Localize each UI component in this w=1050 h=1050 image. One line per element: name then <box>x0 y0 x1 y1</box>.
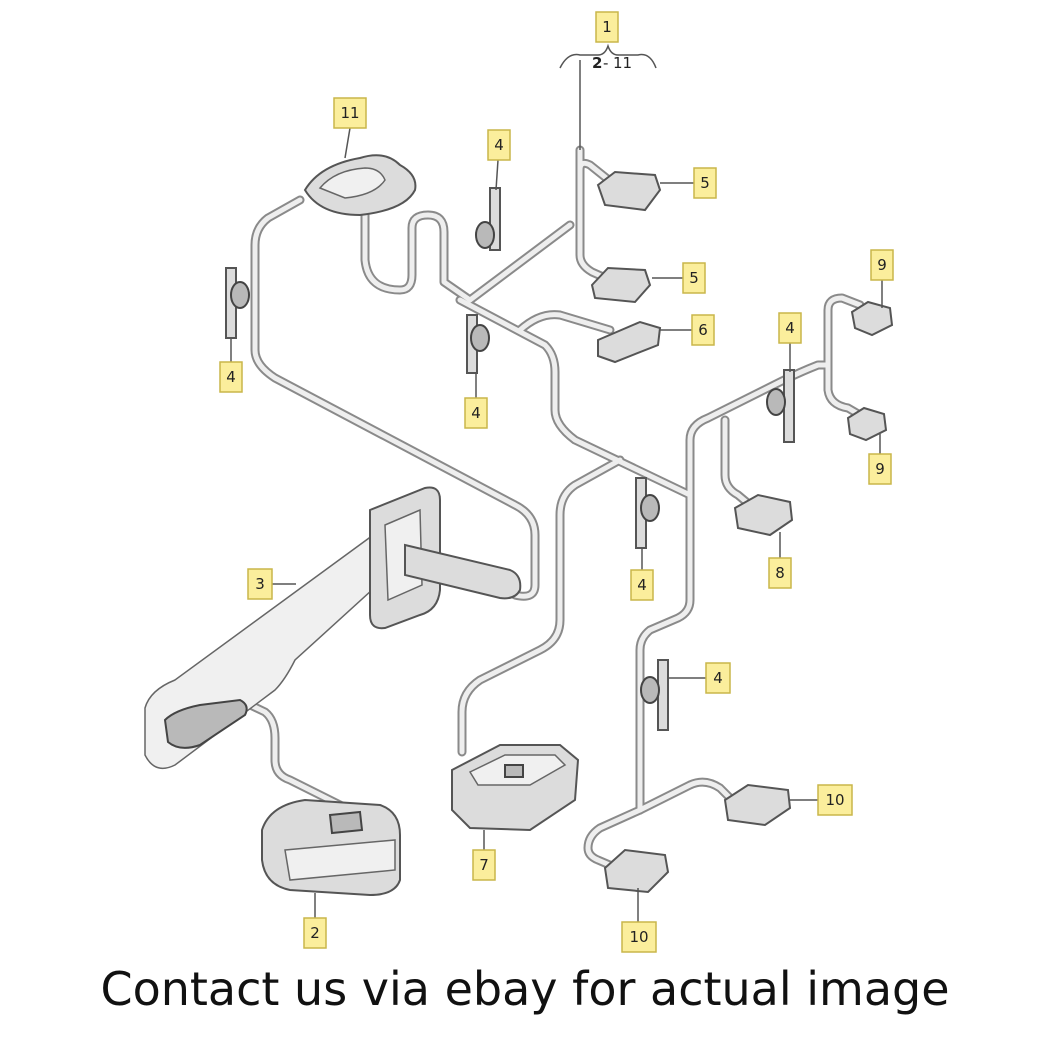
range-start-label: 2 <box>592 54 602 72</box>
svg-text:4: 4 <box>494 136 504 154</box>
part-4-clip-d <box>766 369 795 443</box>
part-10-connector-right <box>723 783 792 827</box>
svg-text:6: 6 <box>698 321 708 339</box>
range-end-label: 11 <box>613 54 632 72</box>
callout-4-left: 4 <box>219 361 243 393</box>
svg-text:5: 5 <box>689 269 699 287</box>
part-3-grommet-boot <box>144 486 522 770</box>
wiring-harness-diagram: 2 - 11 1 11 4 5 <box>144 11 894 953</box>
svg-text:2: 2 <box>310 924 320 942</box>
part-10-connector-bottom <box>603 848 670 894</box>
callout-10-bottom: 10 <box>621 921 657 953</box>
svg-text:4: 4 <box>226 368 236 386</box>
range-dash: - <box>603 54 608 72</box>
part-2-large-connector <box>261 798 401 897</box>
svg-text:10: 10 <box>825 791 844 809</box>
svg-text:4: 4 <box>713 669 723 687</box>
part-6-module <box>597 320 662 364</box>
group-bracket: 2 - 11 <box>559 43 657 150</box>
callout-7: 7 <box>472 849 496 881</box>
callout-4-top: 4 <box>487 129 511 161</box>
callout-4-mid: 4 <box>630 569 654 601</box>
part-4-clip-a <box>475 187 501 251</box>
footer-caption: Contact us via ebay for actual image <box>100 962 950 1016</box>
part-11-dome-unit <box>303 154 417 217</box>
callout-4-center: 4 <box>464 397 488 429</box>
part-5-connector-upper <box>596 170 662 212</box>
callout-6: 6 <box>691 314 715 346</box>
svg-text:7: 7 <box>479 856 489 874</box>
part-9-connector-lower <box>846 406 888 442</box>
svg-text:3: 3 <box>255 575 265 593</box>
part-5-connector-lower <box>590 266 652 304</box>
callout-4-lower: 4 <box>705 662 731 694</box>
svg-text:11: 11 <box>340 104 359 122</box>
callout-11: 11 <box>333 97 367 129</box>
svg-text:5: 5 <box>700 174 710 192</box>
callout-5-upper: 5 <box>693 167 717 199</box>
svg-text:1: 1 <box>602 18 612 36</box>
part-4-clip-f <box>640 659 669 731</box>
svg-text:10: 10 <box>629 928 648 946</box>
callout-5-lower: 5 <box>682 262 706 294</box>
part-4-clip-e <box>635 477 660 549</box>
callout-3: 3 <box>247 568 273 600</box>
svg-text:9: 9 <box>877 256 887 274</box>
callout-9-upper: 9 <box>870 249 894 281</box>
part-9-connector-upper <box>850 300 894 337</box>
svg-text:8: 8 <box>775 564 785 582</box>
callout-4-right: 4 <box>778 312 802 344</box>
part-4-clip-c <box>466 314 490 374</box>
callout-1: 1 <box>595 11 619 43</box>
callout-10-right: 10 <box>817 784 853 816</box>
callout-8: 8 <box>768 557 792 589</box>
svg-text:4: 4 <box>785 319 795 337</box>
part-4-clip-b <box>225 267 250 339</box>
harness-lines <box>235 145 865 871</box>
svg-text:4: 4 <box>471 404 481 422</box>
svg-text:4: 4 <box>637 576 647 594</box>
part-7-connector-housing <box>451 744 580 832</box>
callout-2: 2 <box>303 917 327 949</box>
callout-9-lower: 9 <box>868 453 892 485</box>
svg-text:9: 9 <box>875 460 885 478</box>
leader-lines <box>230 127 883 922</box>
part-8-connector <box>733 493 794 537</box>
